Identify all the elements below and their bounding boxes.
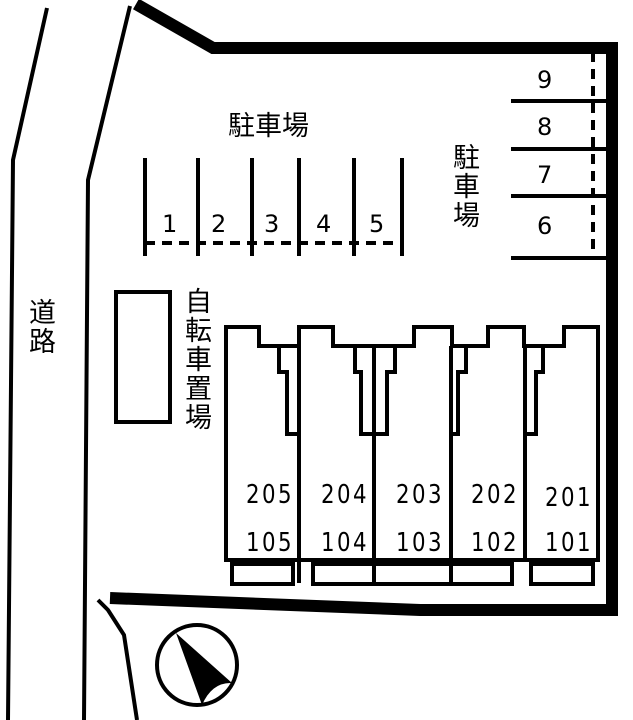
unit-201: 201 xyxy=(545,483,594,513)
parking-top-label: 駐車場 xyxy=(228,111,309,142)
parking-right-label: 駐車場 xyxy=(448,143,479,230)
unit-202: 202 xyxy=(471,480,520,510)
parking-space-6: 6 xyxy=(537,212,553,240)
parking-space-3: 3 xyxy=(264,210,280,238)
unit-102: 102 xyxy=(471,528,520,558)
road-edge-lower xyxy=(96,598,139,720)
unit-103: 103 xyxy=(396,528,445,558)
unit-105: 105 xyxy=(246,528,295,558)
parking-space-9: 9 xyxy=(537,66,553,94)
parking-top-lines xyxy=(143,158,404,256)
parking-space-4: 4 xyxy=(316,210,332,238)
bicycle-shelter xyxy=(114,290,172,424)
parking-space-1: 1 xyxy=(162,210,178,238)
unit-101: 101 xyxy=(545,528,594,558)
road-edges xyxy=(6,5,132,720)
site-boundary xyxy=(109,0,618,616)
unit-203: 203 xyxy=(396,480,445,510)
unit-204: 204 xyxy=(321,480,370,510)
unit-104: 104 xyxy=(321,528,370,558)
unit-205: 205 xyxy=(246,480,295,510)
north-arrow-icon xyxy=(155,623,239,707)
parking-right-lines xyxy=(511,52,606,260)
parking-space-5: 5 xyxy=(369,210,385,238)
bicycle-parking-label: 自転車置場 xyxy=(180,287,211,432)
road-label: 道路 xyxy=(24,298,55,356)
parking-space-7: 7 xyxy=(537,161,553,189)
parking-space-8: 8 xyxy=(537,113,553,141)
parking-space-2: 2 xyxy=(211,210,227,238)
apartment-building xyxy=(224,325,600,586)
